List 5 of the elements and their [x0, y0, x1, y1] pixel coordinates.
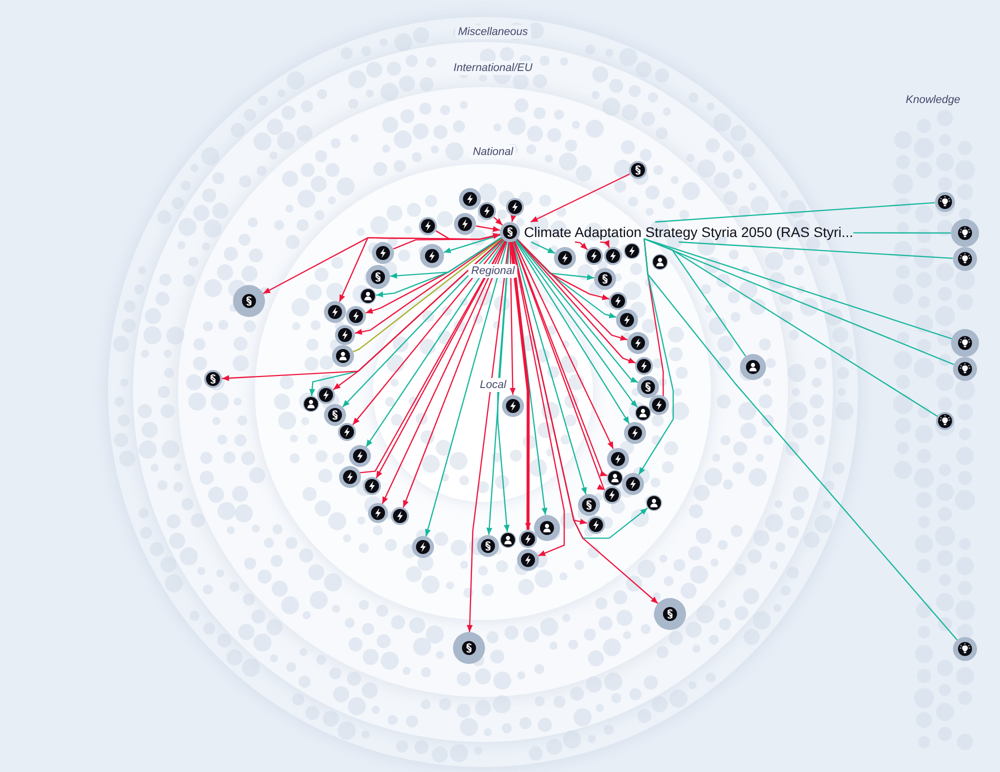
ring-label: Miscellaneous [455, 25, 531, 39]
column-heading: Knowledge [906, 93, 960, 107]
ring-label: International/EU [450, 61, 536, 75]
ring-label: Regional [468, 264, 518, 278]
node-label: Climate Adaptation Strategy Styria 2050 (RAS Styri... [524, 223, 854, 242]
